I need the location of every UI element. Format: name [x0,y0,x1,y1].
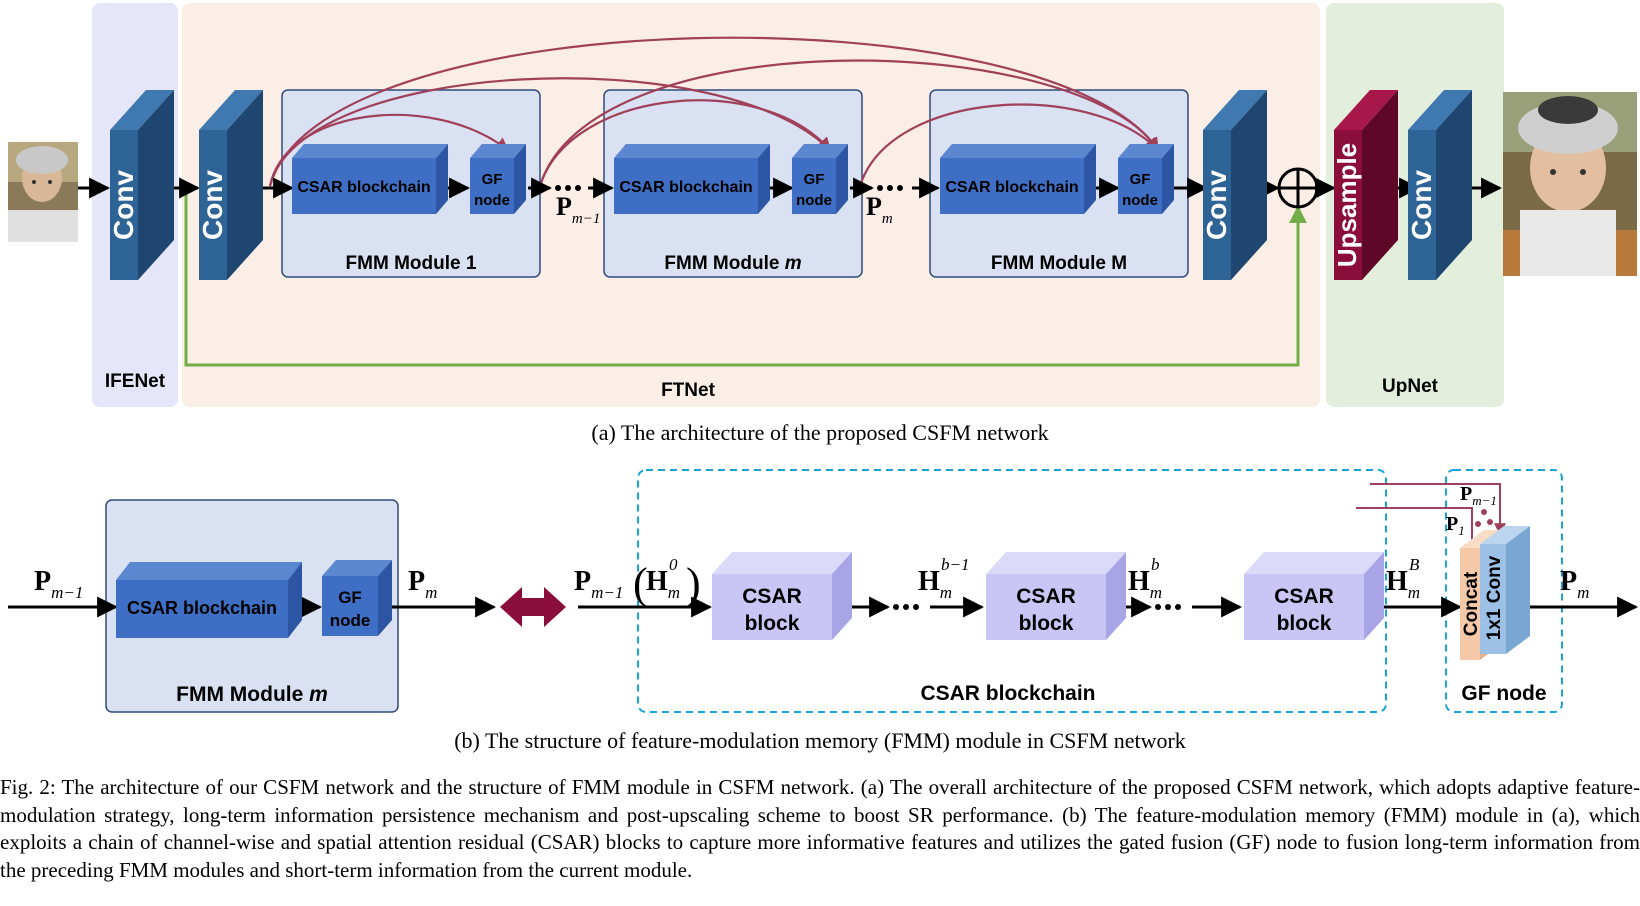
svg-text:block: block [1019,612,1074,635]
output-image [1503,92,1637,276]
p-label-m-minus-1: Pm−1 [556,192,600,227]
p-out-label-b: Pm [408,566,437,602]
input-image [8,142,78,242]
paren-open: ( [633,559,648,608]
panel-a-caption: (a) The architecture of the proposed CSF… [591,420,1048,445]
sum-operator-icon [1277,167,1319,209]
csar-blockchain-region-label: CSAR blockchain [920,682,1095,705]
svg-text:GF: GF [338,588,362,607]
gf-node-a-1: GF node [470,144,526,214]
conv-label-ftnet-1: Conv [197,170,228,240]
hb1-label: Hm [918,566,952,602]
csar-blockchain-region [637,469,1387,713]
panel-b-caption: (b) The structure of feature-modulation … [454,728,1186,753]
h0-sup: 0 [669,555,678,574]
p1-label: P1 [1446,513,1465,538]
svg-text:node: node [330,611,371,630]
svg-text:GF: GF [482,171,503,188]
conv-label-upnet: Conv [1406,170,1437,240]
upsample-block [1334,90,1398,280]
long-skip-connection [184,188,1307,367]
gf-node-a-M: GF node [1118,144,1174,214]
csar-blockchain-b: CSAR blockchain [116,562,302,638]
hB-sup: B [1409,555,1420,574]
conv-label-ftnet-2: Conv [1201,170,1232,240]
architecture-diagram: Conv Conv Conv Upsample Conv CSAR blockc… [8,3,1639,753]
svg-text:block: block [745,612,800,635]
panel-a: Conv Conv Conv Upsample Conv CSAR blockc… [8,3,1637,445]
svg-text:GF: GF [804,171,825,188]
gf-node-region-label: GF node [1461,682,1546,705]
hb-label: Hm [1128,566,1162,602]
ellipsis-dots-a [555,185,903,191]
upsample-label: Upsample [1332,143,1362,267]
gf-node-region [1445,469,1563,713]
conv1x1-label: 1x1 Conv [1484,555,1505,640]
concat-label: Concat [1461,571,1482,636]
svg-text:node: node [1122,192,1158,209]
p-in-label-b: Pm−1 [34,566,83,602]
svg-text:CSAR blockchain: CSAR blockchain [945,179,1078,196]
hB-label: Hm [1386,566,1420,602]
svg-text:GF: GF [1130,171,1151,188]
fmm-module-b-label: FMM Module m [176,683,328,706]
svg-text:block: block [1277,612,1332,635]
pm1-label: Pm−1 [1460,483,1497,508]
hb1-sup: b−1 [941,555,969,574]
svg-text:CSAR: CSAR [742,585,802,608]
conv-block-ftnet-1 [199,90,263,280]
equivalence-arrow-icon [500,587,566,627]
ellipsis-dots-b [893,604,1181,610]
svg-text:CSAR blockchain: CSAR blockchain [619,179,752,196]
svg-text:CSAR blockchain: CSAR blockchain [297,179,430,196]
csar-blockchain-a-M: CSAR blockchain [940,144,1096,214]
upnet-label: UpNet [1382,376,1439,397]
paren-close: ) [686,559,701,608]
p-in-label-chain: Pm−1 [574,566,623,602]
p-out-label-chain: Pm [1560,566,1589,602]
p-label-m: Pm [866,192,893,227]
csar-blockchain-a-1: CSAR blockchain [292,144,448,214]
panel-b: CSAR blockchain GF node FMM Module m CSA… [8,469,1639,753]
svg-text:CSAR: CSAR [1016,585,1076,608]
figure-caption: Fig. 2: The architecture of our CSFM net… [0,775,1640,882]
csar-block-1: CSAR block [712,552,852,640]
fmm-module-1-label: FMM Module 1 [346,253,477,274]
hb-sup: b [1151,555,1160,574]
csar-blockchain-a-m: CSAR blockchain [614,144,770,214]
h0-label: Hm [646,566,680,602]
conv-label-ifenet: Conv [108,170,139,240]
conv1x1-layer [1480,526,1530,654]
fmm-module-M-label: FMM Module M [991,253,1127,274]
svg-text:CSAR: CSAR [1274,585,1334,608]
ftnet-label: FTNet [661,380,716,401]
conv-block-upnet [1408,90,1472,280]
gf-node-b: GF node [322,560,392,636]
csar-block-2: CSAR block [986,552,1126,640]
memory-arcs [268,36,1159,187]
csar-block-3: CSAR block [1244,552,1384,640]
svg-text:CSAR blockchain: CSAR blockchain [127,598,277,618]
svg-text:node: node [796,192,832,209]
svg-text:node: node [474,192,510,209]
gf-memory-dots [1475,509,1493,527]
fmm-module-m-label: FMM Module m [664,253,801,274]
gf-node-a-m: GF node [792,144,848,214]
conv-block-ifenet [110,90,174,280]
conv-block-ftnet-2 [1203,90,1267,280]
ifenet-label: IFENet [105,371,166,392]
